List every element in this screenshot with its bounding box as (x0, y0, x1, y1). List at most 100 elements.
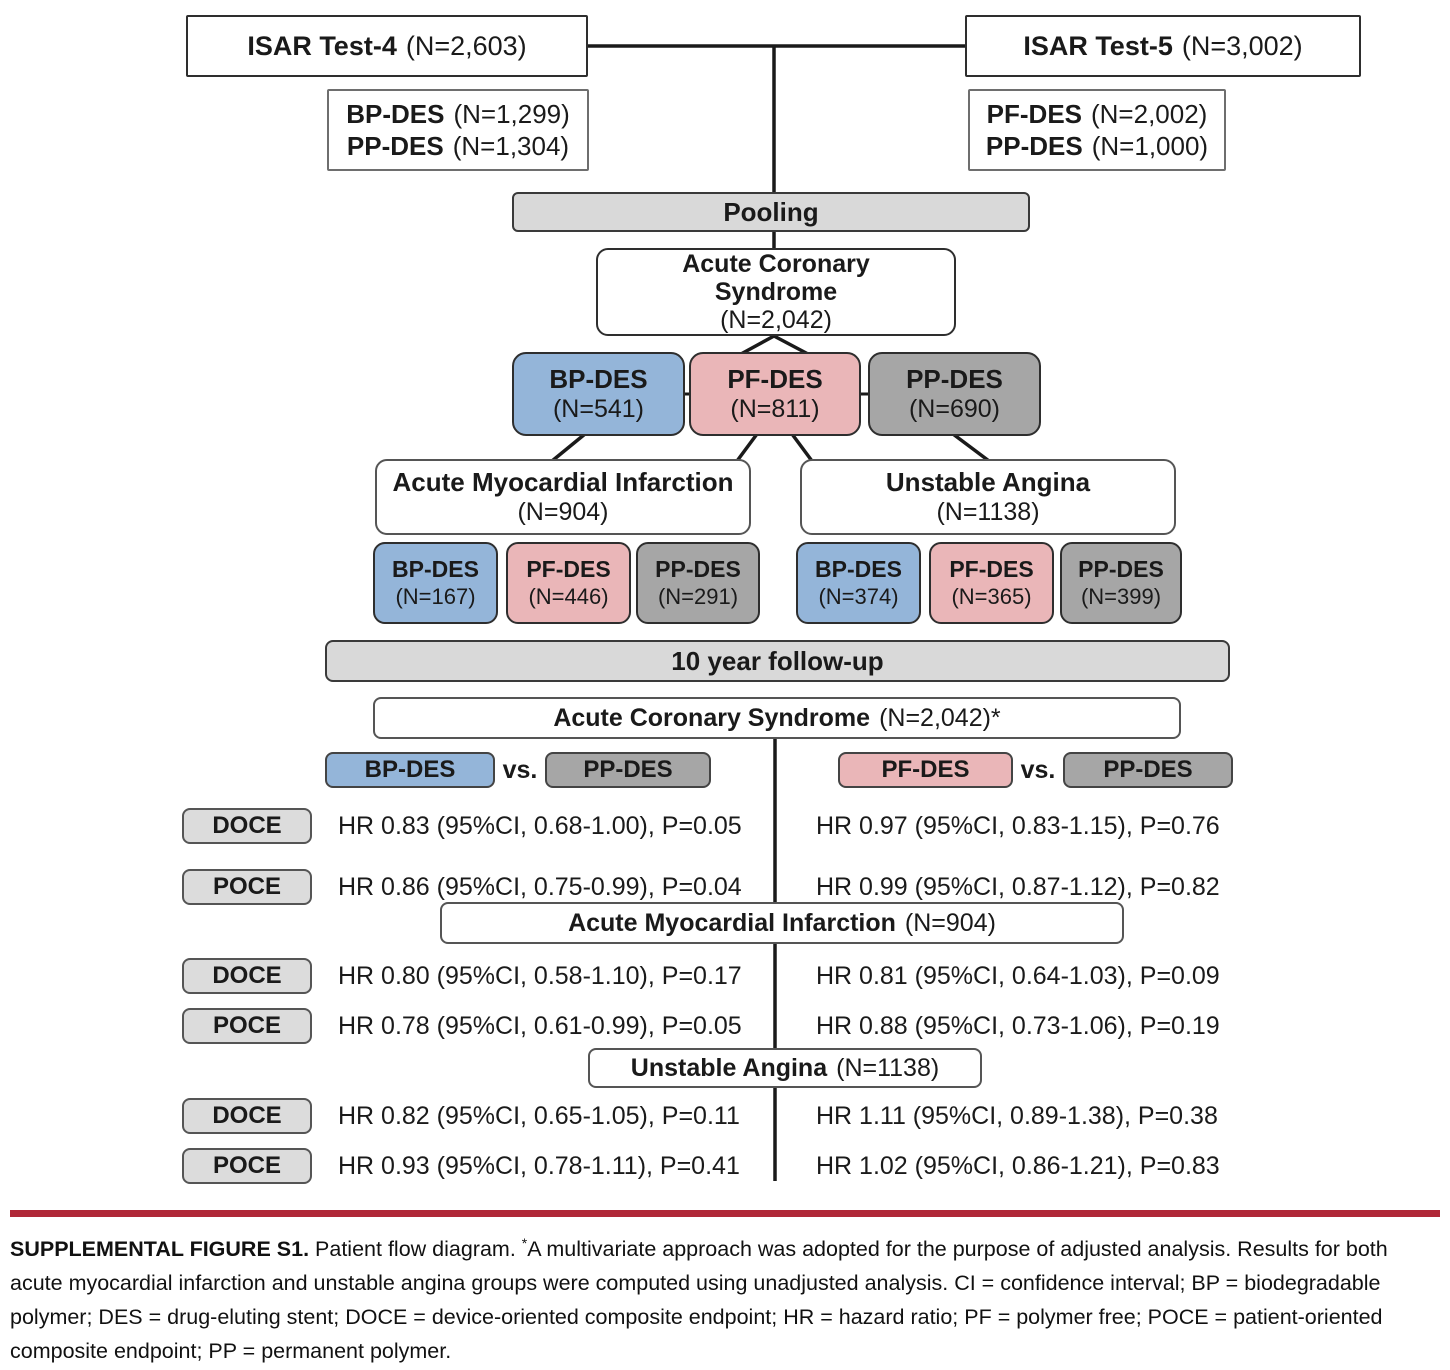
acs-title-line2: Syndrome (714, 278, 838, 306)
arm-label: PP-DES (346, 131, 444, 161)
hr-result: HR 0.82 (95%CI, 0.65-1.05), P=0.11 (338, 1101, 740, 1130)
acs-box: Acute Coronary Syndrome (N=2,042) (596, 248, 956, 336)
arm-n: (N=399) (1080, 584, 1162, 609)
arm-label: PF-DES (949, 556, 1034, 582)
ami-arm-bp-des: BP-DES (N=167) (373, 542, 498, 624)
ua-n: (N=1138) (936, 498, 1040, 526)
section-n: (N=1138) (836, 1053, 940, 1082)
endpoint-text: DOCE (212, 812, 282, 839)
ua-title: Unstable Angina (885, 467, 1091, 497)
arm-n: (N=365) (951, 584, 1032, 609)
hr-result: HR 0.81 (95%CI, 0.64-1.03), P=0.09 (816, 961, 1220, 990)
endpoint-text: DOCE (212, 962, 282, 989)
arm-n: (N=2,002) (1091, 99, 1208, 129)
section-title: Unstable Angina (630, 1053, 828, 1082)
arm-label: BP-DES (346, 99, 445, 129)
ami-arm-pp-des: PP-DES (N=291) (636, 542, 760, 624)
endpoint-text: POCE (212, 1012, 281, 1039)
arm-label: BP-DES (392, 556, 479, 582)
arm-label: PP-DES (1078, 556, 1164, 582)
trial-title: ISAR Test-5 (N=3,002) (1023, 31, 1302, 62)
ua-arm-bp-des: BP-DES (N=374) (796, 542, 921, 624)
arm-label: BP-DES (815, 556, 902, 582)
arm-label: BP-DES (549, 364, 648, 394)
endpoint-text: DOCE (212, 1102, 282, 1129)
arm-n: (N=1,304) (452, 131, 570, 161)
figure-caption: SUPPLEMENTAL FIGURE S1. Patient flow dia… (10, 1232, 1442, 1368)
arm-n: (N=374) (818, 584, 899, 609)
acs-arm-bp-des: BP-DES (N=541) (512, 352, 685, 436)
arm-n: (N=1,299) (453, 99, 570, 129)
arm-label: PF-DES (526, 556, 611, 582)
pill-label: PP-DES (583, 756, 673, 783)
caption-asterisk: * (521, 1234, 528, 1251)
results-header-ua: Unstable Angina (N=1138) (588, 1048, 982, 1088)
trial-arms-box-isar-test-4: BP-DES (N=1,299) PP-DES (N=1,304) (327, 89, 589, 171)
arm-n: (N=811) (730, 395, 820, 423)
results-header-acs: Acute Coronary Syndrome(N=2,042)* (373, 697, 1181, 739)
arm-line: BP-DES (N=1,299) (346, 98, 570, 130)
arm-n: (N=167) (395, 584, 476, 609)
pill-bp-des: BP-DES (325, 752, 495, 788)
ami-arm-pf-des: PF-DES (N=446) (506, 542, 631, 624)
trial-box-isar-test-5: ISAR Test-5 (N=3,002) (965, 15, 1361, 77)
trial-name: ISAR Test-4 (247, 30, 397, 61)
pill-label: PF-DES (881, 756, 970, 783)
pill-label: PP-DES (1103, 756, 1193, 783)
endpoint-label-doce: DOCE (182, 808, 312, 844)
trial-name: ISAR Test-5 (1023, 30, 1173, 61)
trial-n: (N=2,603) (405, 30, 527, 61)
section-title: Acute Myocardial Infarction (568, 908, 896, 937)
pooling-label: Pooling (723, 196, 819, 227)
pill-pp-des-right: PP-DES (1063, 752, 1233, 788)
ami-box: Acute Myocardial Infarction (N=904) (375, 459, 751, 535)
vs-label-right: vs. (1020, 755, 1056, 784)
acs-n: (N=2,042) (720, 306, 832, 334)
section-n: (N=2,042)* (879, 703, 1001, 732)
hr-result: HR 1.11 (95%CI, 0.89-1.38), P=0.38 (816, 1101, 1218, 1130)
arm-label: PP-DES (985, 131, 1083, 161)
hr-result: HR 0.93 (95%CI, 0.78-1.11), P=0.41 (338, 1151, 740, 1180)
arm-label: PP-DES (906, 364, 1003, 394)
arm-n: (N=690) (908, 395, 1000, 423)
hr-result: HR 0.83 (95%CI, 0.68-1.00), P=0.05 (338, 811, 742, 840)
arm-line: PP-DES (N=1,000) (986, 130, 1208, 162)
results-header-text: Acute Myocardial Infarction(N=904) (568, 909, 996, 938)
pooling-bar: Pooling (512, 192, 1030, 232)
hr-result: HR 0.80 (95%CI, 0.58-1.10), P=0.17 (338, 961, 742, 990)
trial-n: (N=3,002) (1181, 30, 1303, 61)
ua-arm-pf-des: PF-DES (N=365) (929, 542, 1054, 624)
acs-title-line1: Acute Coronary (682, 250, 870, 278)
hr-result: HR 0.78 (95%CI, 0.61-0.99), P=0.05 (338, 1011, 742, 1040)
hr-result: HR 0.86 (95%CI, 0.75-0.99), P=0.04 (338, 872, 742, 901)
arm-n: (N=1,000) (1091, 131, 1209, 161)
caption-text: A multivariate approach was adopted for … (10, 1237, 1388, 1363)
results-header-text: Acute Coronary Syndrome(N=2,042)* (553, 704, 1000, 733)
acs-arm-pf-des: PF-DES (N=811) (689, 352, 861, 436)
endpoint-text: POCE (212, 873, 281, 900)
hr-result: HR 1.02 (95%CI, 0.86-1.21), P=0.83 (816, 1151, 1220, 1180)
vs-label-left: vs. (502, 755, 538, 784)
arm-n: (N=541) (552, 395, 644, 423)
arm-n: (N=291) (657, 584, 739, 609)
caption-lead: Patient flow diagram. (309, 1237, 522, 1261)
endpoint-label-poce: POCE (182, 1008, 312, 1044)
trial-title: ISAR Test-4 (N=2,603) (247, 31, 526, 62)
followup-label: 10 year follow-up (671, 645, 884, 676)
ami-n: (N=904) (517, 498, 609, 526)
pill-label: BP-DES (364, 756, 456, 783)
endpoint-label-doce: DOCE (182, 958, 312, 994)
pill-pp-des-left: PP-DES (545, 752, 711, 788)
arm-label: PP-DES (655, 556, 741, 582)
trial-arms-box-isar-test-5: PF-DES(N=2,002) PP-DES(N=1,000) (968, 89, 1226, 171)
hr-result: HR 0.97 (95%CI, 0.83-1.15), P=0.76 (816, 811, 1220, 840)
caption-label: SUPPLEMENTAL FIGURE S1. (10, 1237, 310, 1261)
trial-box-isar-test-4: ISAR Test-4 (N=2,603) (186, 15, 588, 77)
followup-bar: 10 year follow-up (325, 640, 1230, 682)
endpoint-label-doce: DOCE (182, 1098, 312, 1134)
red-divider-rule (10, 1210, 1440, 1217)
arm-line: PP-DES (N=1,304) (347, 130, 569, 162)
results-header-text: Unstable Angina (N=1138) (631, 1054, 939, 1083)
ami-title: Acute Myocardial Infarction (392, 467, 734, 497)
ua-arm-pp-des: PP-DES (N=399) (1060, 542, 1182, 624)
